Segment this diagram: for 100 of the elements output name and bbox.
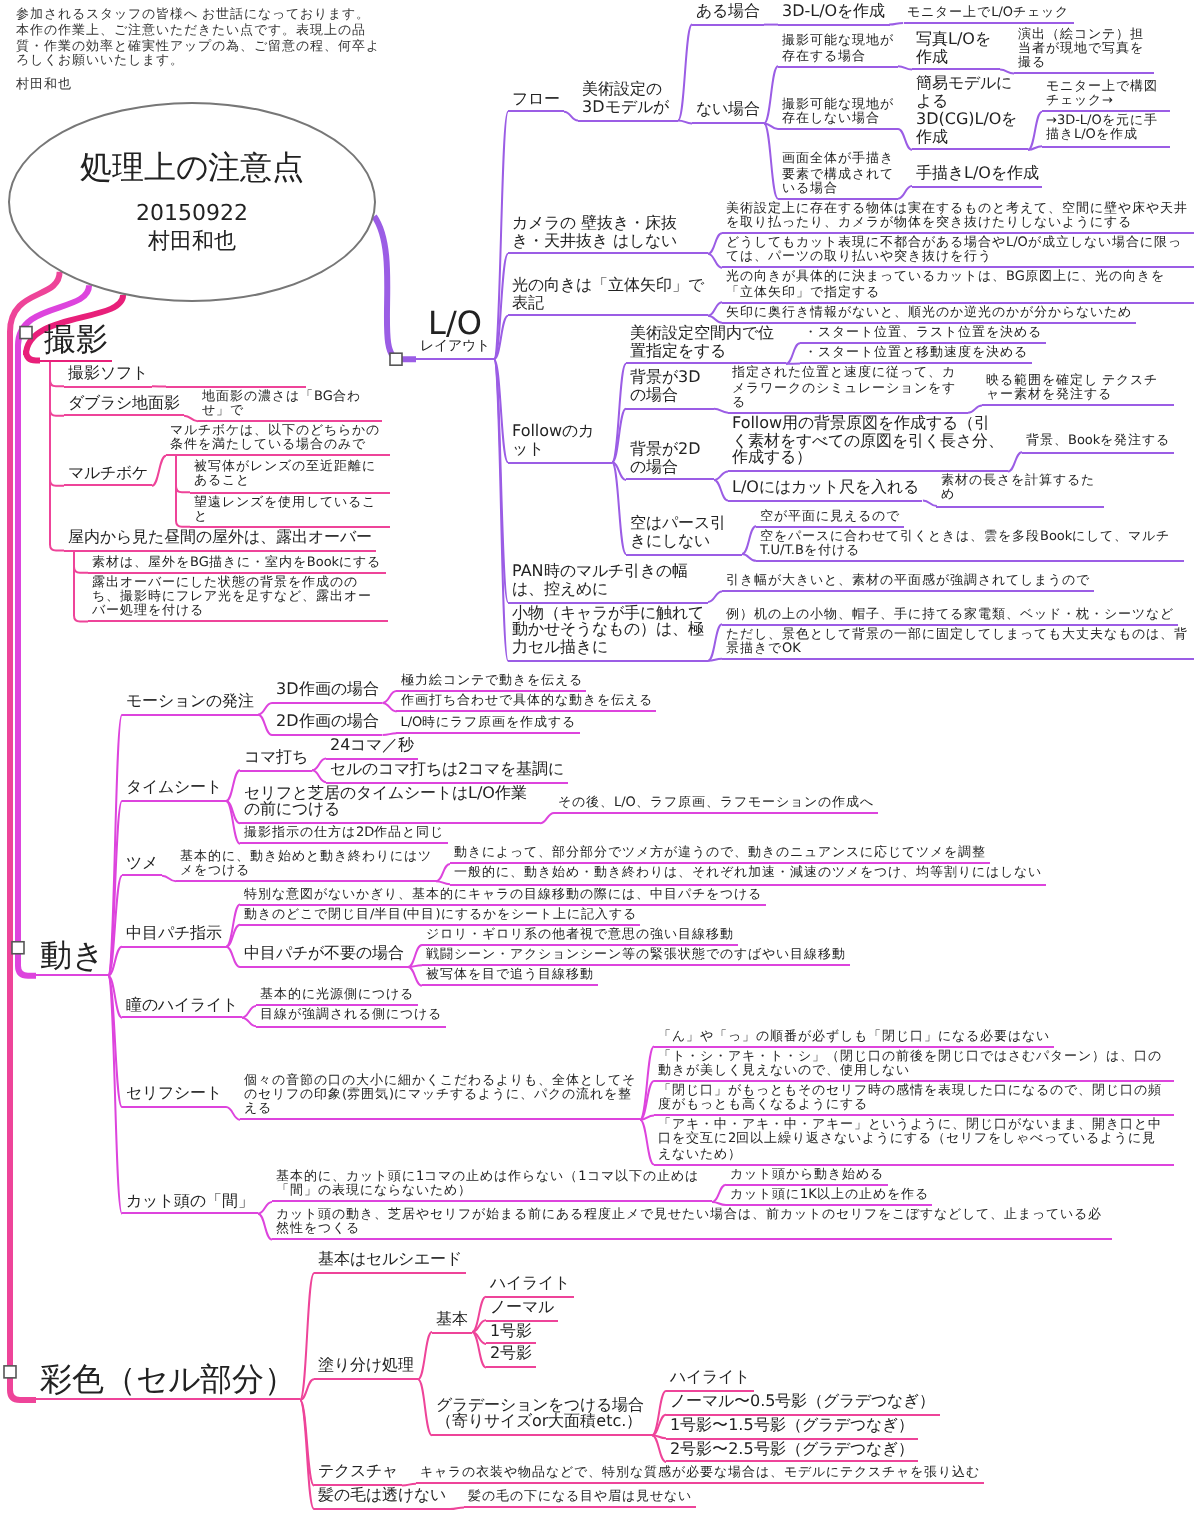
branch-line xyxy=(73,549,89,623)
branch-line xyxy=(107,800,123,977)
topic-label: セルのコマ打ちは2コマを基調に xyxy=(326,761,569,784)
topic-label: 手描きL/Oを作成 xyxy=(912,165,1043,188)
topic-label: 2号影 xyxy=(486,1346,537,1369)
topic-label: ある場合 xyxy=(692,4,764,26)
topic-label: 撮影ソフト xyxy=(64,365,152,388)
topic-label: 美術設定空間内で位置指定をする xyxy=(626,325,786,365)
branch-line xyxy=(107,874,123,977)
topic-label: 簡易モデルによる3D(CG)L/Oを作成 xyxy=(912,76,1028,151)
branch-line xyxy=(401,1482,417,1487)
topic-label: ハイライト xyxy=(666,1370,754,1393)
topic-label: ない場合 xyxy=(692,102,764,125)
branch-line xyxy=(651,1413,667,1437)
topic-label: 写真L/Oを作成 xyxy=(912,31,1000,71)
branch-line xyxy=(563,110,579,122)
branch-line xyxy=(611,362,627,464)
branch-line xyxy=(225,800,241,845)
topic-label: 基本 xyxy=(432,1311,472,1334)
topic-label: テクスチャ xyxy=(314,1464,402,1487)
branch-line xyxy=(888,21,905,26)
branch-line xyxy=(707,623,723,662)
branch-line xyxy=(651,1434,667,1463)
branch-line xyxy=(707,657,723,662)
branch-line xyxy=(611,407,627,464)
branch-line xyxy=(225,769,241,803)
branch-line xyxy=(299,1378,315,1401)
branch-line xyxy=(257,1200,273,1215)
branch-line xyxy=(639,1114,655,1121)
branch-line xyxy=(299,1272,315,1401)
topic-label: モーションの発注 xyxy=(122,694,258,716)
branch-line xyxy=(1007,451,1023,473)
topic-label: マルチボケ xyxy=(64,465,152,487)
branch-line xyxy=(107,974,123,1215)
branch-line xyxy=(493,110,509,361)
branch-line xyxy=(677,23,693,122)
branch-line xyxy=(151,385,167,388)
topic-label: 24コマ／秒 xyxy=(326,737,419,760)
topic-label: 中目パチ指示 xyxy=(122,926,226,948)
branch-line xyxy=(711,1183,727,1203)
branch-line xyxy=(493,314,509,361)
branch-line xyxy=(417,1331,433,1381)
branch-line xyxy=(381,701,398,713)
topic-label: 2D作画の場合 xyxy=(272,714,383,736)
topic-label: グラデーションをつける場合（寄りサイズor大面積etc.） xyxy=(432,1397,652,1437)
branch-line xyxy=(713,407,729,414)
branch-line xyxy=(713,470,729,481)
topic-label: 髪の毛は透けない xyxy=(314,1488,450,1511)
branch-line xyxy=(471,1319,487,1334)
topic-label: カメラの 壁抜き・床抜き・天井抜き はしない xyxy=(508,215,708,255)
branch-line xyxy=(897,65,913,71)
topic-label: 光の向きは「立体矢印」で表記 xyxy=(508,277,708,317)
trunk-line xyxy=(371,214,416,363)
branch-line xyxy=(1027,145,1043,151)
topic-label: 背景が3Dの場合 xyxy=(626,370,714,410)
topic-label: 瞳のハイライト xyxy=(122,997,242,1019)
topic-label: ノーマル xyxy=(486,1299,558,1322)
branch-line xyxy=(707,252,723,269)
branch-line xyxy=(225,800,241,825)
branch-line xyxy=(741,525,757,555)
trunk-line xyxy=(23,294,126,364)
branch-line xyxy=(257,1212,273,1241)
branch-line xyxy=(707,314,723,324)
topic-label: 塗り分け処理 xyxy=(314,1358,418,1381)
branch-line xyxy=(417,1378,433,1437)
branch-heading: 撮影 xyxy=(44,322,108,358)
branch-line xyxy=(713,478,729,502)
branch-line xyxy=(639,1118,655,1166)
branch-line xyxy=(785,342,801,365)
branch-line xyxy=(999,68,1015,75)
topic-label: 屋内から見た昼間の屋外は、露出オーバー xyxy=(64,529,376,552)
branch-line xyxy=(611,461,627,481)
branch-line xyxy=(107,713,123,977)
branch-line xyxy=(785,362,801,365)
branch-line xyxy=(225,923,241,948)
topic-label: 3D作画の場合 xyxy=(272,682,383,704)
topic-label: 中目パチが不要の場合 xyxy=(240,946,408,968)
topic-label: Followのカット xyxy=(508,424,612,464)
branch-line xyxy=(471,1331,487,1345)
branch-line xyxy=(707,232,723,255)
branch-line xyxy=(471,1331,487,1369)
topic-label: 小物（キャラが手に触れて動かせそうなもの）は、極力セル描きに xyxy=(508,605,708,662)
branch-line xyxy=(175,454,191,528)
topic-label: ノーマル〜0.5号影（グラデつなぎ） xyxy=(666,1394,940,1416)
topic-label: ハイライト xyxy=(486,1276,574,1298)
branch-line xyxy=(493,252,509,361)
branch-line xyxy=(225,903,241,948)
branch-line xyxy=(707,590,723,604)
branch-line xyxy=(107,945,123,977)
title-text: 処理上の注意点 xyxy=(80,148,304,189)
branch-line xyxy=(241,1004,257,1019)
topic-label: タイムシート xyxy=(122,780,226,803)
branch-line xyxy=(225,945,241,968)
branch-line xyxy=(241,1016,257,1028)
branch-line xyxy=(107,974,123,1019)
branch-line xyxy=(435,880,451,886)
topic-label: フロー xyxy=(508,91,564,113)
branch-line xyxy=(257,701,273,716)
branch-line xyxy=(921,499,938,507)
topic-label: 1号影 xyxy=(486,1323,537,1345)
